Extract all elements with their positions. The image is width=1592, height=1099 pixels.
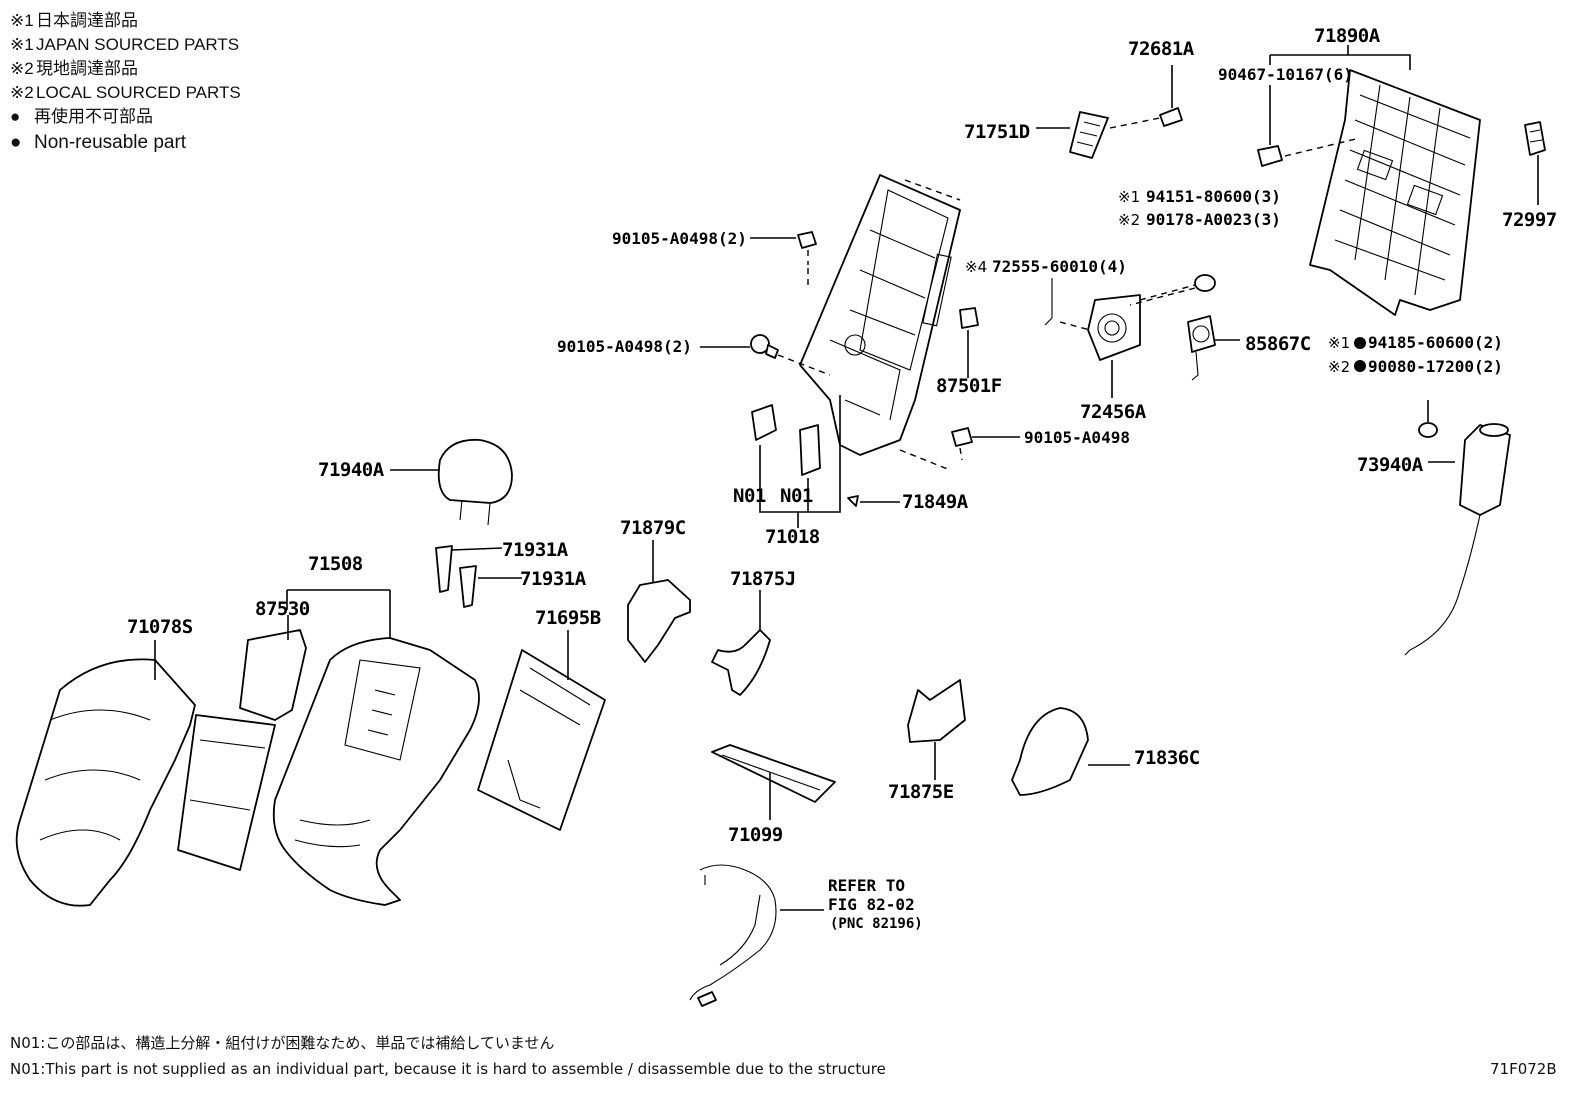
label-90178: 90178-A0023(3) (1146, 210, 1281, 229)
label-71931A-lower: 71931A (520, 568, 587, 590)
cover-71875J-drawing (711, 590, 771, 696)
legend-text-6: Non-reusable part (34, 132, 187, 153)
label-71508: 71508 (308, 553, 363, 575)
pad-87530-drawing (177, 615, 307, 871)
label-90105-middle: 90105-A0498(2) (557, 337, 692, 356)
legend-text-5: 再使用不可部品 (34, 106, 153, 126)
adjuster-N01-drawing (751, 395, 841, 528)
label-N01-left: N01 (733, 485, 766, 507)
label-71875E: 71875E (888, 781, 954, 803)
clip-71849A-drawing (847, 495, 900, 507)
label-94151-mark: ※1 (1118, 188, 1140, 206)
cover-71879C-drawing (627, 540, 691, 663)
label-71836C: 71836C (1134, 747, 1200, 769)
legend-mark-3: ※2 (10, 59, 34, 78)
footnotes: N01:この部品は、構造上分解・組付けが困難なため、単品では補給していません N… (10, 1034, 1557, 1078)
pin-72555-drawing (1044, 278, 1091, 331)
seatback-frame-drawing (799, 174, 961, 456)
guide-71931A-2-drawing (459, 565, 522, 608)
label-71875J: 71875J (730, 568, 796, 590)
label-94151: 94151-80600(3) (1146, 187, 1281, 206)
label-71849A: 71849A (902, 491, 969, 513)
label-85867C: 85867C (1245, 333, 1311, 355)
bracket-87501F-drawing (959, 307, 979, 378)
cover-71875E-drawing (907, 679, 966, 780)
label-71099: 71099 (728, 824, 783, 846)
label-72681A: 72681A (1128, 38, 1195, 60)
label-72555-mark: ※4 (965, 258, 987, 276)
legend-mark-6: ● (10, 132, 21, 153)
label-refer-pnc: (PNC 82196) (830, 916, 923, 932)
guide-71931A-1-drawing (435, 545, 503, 593)
legend: ※1 日本調達部品 ※1 JAPAN SOURCED PARTS ※2 現地調達… (10, 11, 241, 153)
label-90080: 90080-17200(2) (1368, 357, 1503, 376)
legend-mark-5: ● (10, 107, 20, 126)
connector-lines (390, 45, 1455, 471)
label-90467: 90467-10167(6) (1218, 65, 1353, 84)
label-71078S: 71078S (127, 616, 193, 638)
label-71890A: 71890A (1314, 25, 1381, 47)
cover-71078S-drawing (15, 640, 196, 907)
label-90105-lower: 90105-A0498 (1024, 428, 1130, 447)
bolt-90105-middle-drawing (750, 334, 831, 376)
legend-text-2: JAPAN SOURCED PARTS (36, 35, 239, 54)
label-87530: 87530 (255, 598, 310, 620)
label-71695B: 71695B (535, 607, 601, 629)
clip-72997-drawing (1524, 121, 1546, 205)
clip-90467-drawing (1257, 85, 1361, 167)
label-71751D: 71751D (964, 121, 1030, 143)
legend-text-3: 現地調達部品 (36, 59, 138, 78)
seatback-board-drawing (1309, 69, 1481, 316)
sheet-71695B-drawing (477, 630, 606, 831)
label-72555: 72555-60010(4) (992, 257, 1127, 276)
label-94185: 94185-60600(2) (1368, 333, 1503, 352)
label-71940A: 71940A (318, 459, 385, 481)
label-71018: 71018 (765, 526, 820, 548)
label-87501F: 87501F (936, 375, 1002, 397)
label-72456A: 72456A (1080, 401, 1147, 423)
panel-71099-drawing (711, 744, 836, 820)
label-94185-mark: ※1 (1328, 334, 1350, 352)
part-labels: 71890A 72681A 90467-10167(6) 71751D 7299… (127, 25, 1557, 932)
bolt-72681A-drawing (1109, 65, 1183, 129)
label-90105-upper: 90105-A0498(2) (612, 229, 747, 248)
non-reusable-dot-icon (1354, 337, 1366, 349)
label-71931A-upper: 71931A (502, 539, 569, 561)
bolt-90105-upper-drawing (797, 231, 817, 265)
legend-mark-1: ※1 (10, 11, 34, 30)
cover-71836C-drawing (1011, 707, 1130, 796)
unit-85867C-drawing (1187, 315, 1240, 381)
headrest-71940A-drawing (437, 438, 513, 526)
footnote-jp: N01:この部品は、構造上分解・組付けが困難なため、単品では補給していません (10, 1034, 554, 1052)
label-refer-fig: FIG 82-02 (828, 895, 915, 914)
legend-text-1: 日本調達部品 (36, 11, 138, 30)
label-90178-mark: ※2 (1118, 211, 1140, 229)
label-90080-mark: ※2 (1328, 358, 1350, 376)
pad-71751D-drawing (1069, 111, 1109, 159)
wire-harness-drawing (689, 864, 824, 1007)
bracket-72456A-drawing (1087, 294, 1141, 398)
nut-90178-drawing (1129, 274, 1216, 306)
non-reusable-dot-icon (1354, 360, 1366, 372)
bolt-90105-lower-drawing (899, 427, 973, 471)
airbag-73940A-drawing (1404, 400, 1511, 656)
seatback-pad-71508-drawing (272, 589, 480, 906)
label-73940A: 73940A (1357, 454, 1424, 476)
label-72997: 72997 (1502, 209, 1557, 231)
legend-text-4: LOCAL SOURCED PARTS (36, 83, 241, 102)
legend-mark-4: ※2 (10, 83, 34, 102)
figure-id: 71F072B (1490, 1060, 1557, 1078)
label-refer-to: REFER TO (828, 876, 905, 895)
legend-mark-2: ※1 (10, 35, 34, 54)
label-71879C: 71879C (620, 517, 686, 539)
label-N01-right: N01 (780, 485, 813, 507)
footnote-en: N01:This part is not supplied as an indi… (10, 1060, 886, 1078)
